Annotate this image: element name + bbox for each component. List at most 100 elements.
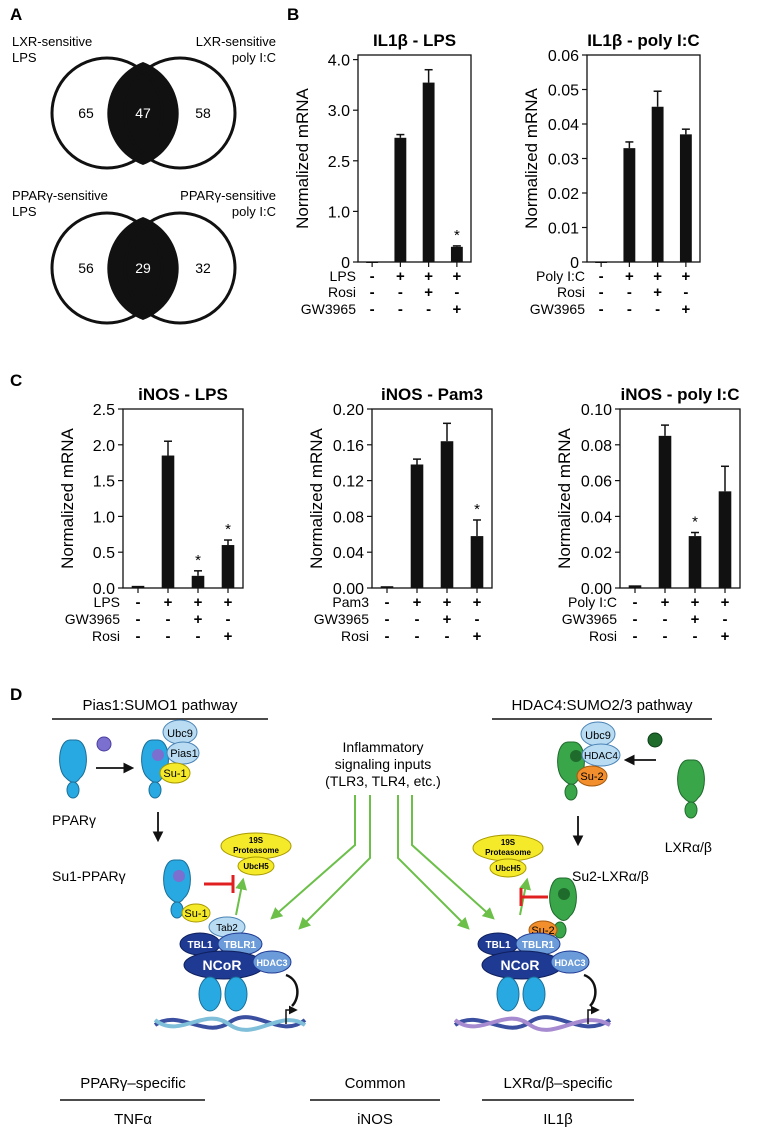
panel-letter-d: D <box>10 685 22 704</box>
left-pathway-title: Pias1:SUMO1 pathway <box>82 697 238 714</box>
inputs-label-line3: (TLR3, TLR4, etc.) <box>325 773 441 789</box>
venn-left-subtitle: LPS <box>12 204 37 219</box>
treatment-sign: - <box>627 301 632 318</box>
treatment-row-label: GW3965 <box>301 301 356 317</box>
right-pathway-title: HDAC4:SUMO2/3 pathway <box>512 697 693 714</box>
treatment-sign: - <box>370 284 375 301</box>
plot-frame <box>357 54 472 263</box>
bar <box>688 536 702 588</box>
venn-left-circle <box>50 211 164 325</box>
bar <box>718 491 732 588</box>
treatment-sign: - <box>415 628 420 645</box>
pparg-receptor-free <box>59 739 87 799</box>
bar <box>623 148 636 262</box>
repression-arrow-left <box>285 973 299 1007</box>
hdac4-label: HDAC4 <box>584 751 618 762</box>
venn-right-count: 58 <box>195 105 211 121</box>
panel-letter-a: A <box>10 5 22 24</box>
treatment-sign: - <box>385 628 390 645</box>
bottom-mid-label: Common <box>345 1075 406 1092</box>
ubc9-label: Ubc9 <box>167 728 193 740</box>
treatment-sign: + <box>473 594 482 611</box>
dna-right <box>453 1005 612 1032</box>
tblr1-label: TBLR1 <box>224 940 257 951</box>
treatment-sign: + <box>661 594 670 611</box>
chart-title: IL1β - LPS <box>373 31 456 50</box>
treatment-sign: - <box>475 611 480 628</box>
treatment-sign: - <box>445 628 450 645</box>
proteasome-right: 19S Proteasome UbcH5 <box>472 834 544 878</box>
inputs-label-line2: signaling inputs <box>335 756 432 772</box>
treatment-sign: - <box>627 284 632 301</box>
bar <box>161 455 175 588</box>
treatment-sign: - <box>415 611 420 628</box>
sumoylation-complex-left: Ubc9 Pias1 Su-1 <box>141 719 200 799</box>
treatment-row-label: Poly I:C <box>568 594 617 610</box>
treatment-sign: + <box>691 594 700 611</box>
bar <box>450 246 463 262</box>
treatment-sign: - <box>663 611 668 628</box>
corepressor-complex-left: Tab2 TBL1 TBLR1 NCoR HDAC3 <box>179 916 292 1012</box>
bar <box>658 435 672 588</box>
bar <box>679 134 692 262</box>
treatment-sign: - <box>385 594 390 611</box>
y-tick-label: 0.01 <box>548 221 579 238</box>
su1-label: Su-1 <box>163 768 186 780</box>
y-tick-label: 4.0 <box>328 53 350 70</box>
bar <box>628 585 642 588</box>
venn-pparg: PPARγ-sensitive LPS PPARγ-sensitive poly… <box>12 188 276 325</box>
y-tick-label: 0.02 <box>548 186 579 203</box>
treatment-row-label: GW3965 <box>65 611 120 627</box>
treatment-sign: - <box>723 611 728 628</box>
y-tick-label: 0.08 <box>333 509 364 526</box>
treatment-sign: - <box>683 284 688 301</box>
tblr1-label: TBLR1 <box>522 940 555 951</box>
bottom-right-gene: IL1β <box>543 1111 573 1128</box>
treatment-sign: + <box>424 268 433 285</box>
inhibition-right <box>519 888 548 906</box>
bottom-right-label: LXRα/β–specific <box>503 1075 613 1092</box>
treatment-sign: + <box>396 268 405 285</box>
treatment-row-label: Poly I:C <box>536 268 585 284</box>
y-tick-label: 0.00 <box>581 581 612 598</box>
y-tick-label: 0.10 <box>581 402 612 419</box>
significance-marker: * <box>195 552 201 569</box>
treatment-row-label: GW3965 <box>530 301 585 317</box>
pathway-diagram: Pias1:SUMO1 pathway HDAC4:SUMO2/3 pathwa… <box>52 697 712 1128</box>
pias1-label: Pias1 <box>170 748 198 760</box>
venn-left-count: 65 <box>78 105 94 121</box>
significance-marker: * <box>454 227 460 244</box>
significance-marker: * <box>692 514 698 531</box>
y-tick-label: 0.12 <box>333 474 364 491</box>
bar <box>470 536 484 588</box>
y-tick-label: 0.04 <box>333 545 364 562</box>
proteasome-label: Proteasome <box>485 848 531 857</box>
y-tick-label: 0.08 <box>581 438 612 455</box>
treatment-sign: - <box>426 301 431 318</box>
treatment-sign: + <box>194 611 203 628</box>
y-tick-label: 0.16 <box>333 438 364 455</box>
y-axis-label: Normalized mRNA <box>293 87 312 228</box>
su2-lxr-label: Su2-LXRα/β <box>572 868 649 884</box>
panel-letter-b: B <box>287 5 299 24</box>
venn-right-circle <box>123 211 237 325</box>
treatment-row-label: GW3965 <box>562 611 617 627</box>
venn-overlap-count: 47 <box>135 105 151 121</box>
treatment-row-label: Rosi <box>341 628 369 644</box>
y-axis-label: Normalized mRNA <box>555 427 574 568</box>
proteasome-19s-label: 19S <box>249 836 264 845</box>
treatment-sign: - <box>136 611 141 628</box>
treatment-sign: + <box>691 611 700 628</box>
panel-letter-c: C <box>10 371 22 390</box>
proteasome-19s-label: 19S <box>501 838 516 847</box>
treatment-sign: + <box>164 594 173 611</box>
tab2-label: Tab2 <box>216 923 238 934</box>
plot-frame <box>122 408 244 589</box>
treatment-row-label: LPS <box>94 594 120 610</box>
ncor-label: NCoR <box>501 957 540 973</box>
treatment-row-label: GW3965 <box>314 611 369 627</box>
y-tick-label: 2.5 <box>93 402 115 419</box>
ncor-label: NCoR <box>203 957 242 973</box>
